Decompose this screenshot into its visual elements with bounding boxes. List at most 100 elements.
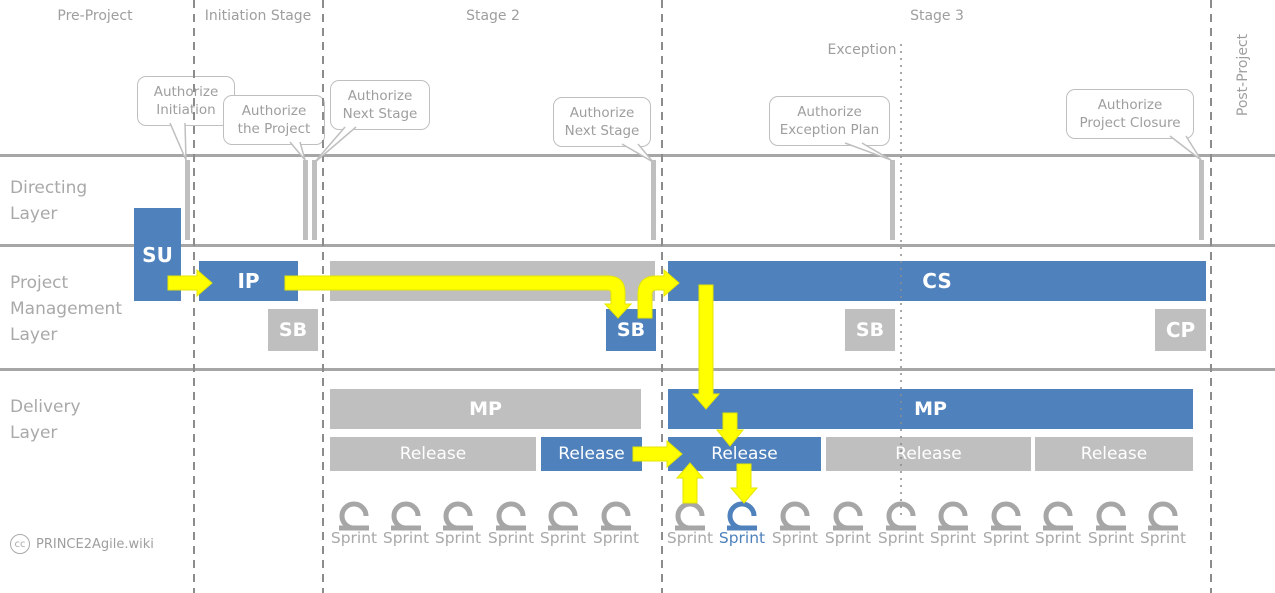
sprint-loop-icon (938, 501, 968, 531)
footer-site-label: PRINCE2Agile.wiki (36, 537, 154, 552)
release-box-1: Release (330, 437, 536, 471)
callout-authorize-project: Authorize the Project (223, 95, 325, 145)
directing-layer-top-line (0, 154, 1275, 157)
sprint-label: Sprint (771, 529, 819, 547)
sprint-s2-1: Sprint (328, 498, 380, 547)
arrow-ip-to-sb (284, 275, 633, 319)
sprint-label: Sprint (330, 529, 378, 547)
sprint-s3-3: Sprint (769, 498, 821, 547)
sprint-s3-8: Sprint (1032, 498, 1084, 547)
process-cs: CS (668, 261, 1206, 301)
sprint-label: Sprint (666, 529, 714, 547)
stage-label-stage-3: Stage 3 (910, 8, 964, 24)
sprint-loop-icon (727, 501, 757, 531)
stage-dividers (193, 0, 1212, 593)
sprint-label: Sprint (1139, 529, 1187, 547)
sprint-s3-1: Sprint (664, 498, 716, 547)
sprint-s2-6: Sprint (590, 498, 642, 547)
sprint-loop-icon (991, 501, 1021, 531)
sprint-label: Sprint (487, 529, 535, 547)
pointer-authorize-initiation (169, 122, 187, 161)
sprint-label: Sprint (434, 529, 482, 547)
sprint-s2-3: Sprint (432, 498, 484, 547)
callout-authorize-next-stage-1: Authorize Next Stage (330, 80, 430, 130)
sprint-loop-icon (339, 501, 369, 531)
sprint-label: Sprint (877, 529, 925, 547)
callout-pointers (169, 122, 1202, 164)
release-box-2: Release (541, 437, 642, 471)
sprint-loop-icon (548, 501, 578, 531)
pm-layer-top-line (0, 244, 1275, 247)
sprint-loop-icon (496, 501, 526, 531)
process-mp-stage2: MP (330, 389, 641, 429)
sprint-label: Sprint (1087, 529, 1135, 547)
arrow-su-to-ip (167, 268, 213, 298)
gate-authorize-project-closure (1199, 160, 1204, 240)
layer-label-project-management: Project Management Layer (10, 273, 122, 345)
sprint-s3-6: Sprint (927, 498, 979, 547)
sprint-loop-icon (443, 501, 473, 531)
arrow-release-to-sprint (729, 463, 759, 504)
sprint-label: Sprint (824, 529, 872, 547)
release-box-5: Release (1035, 437, 1193, 471)
sprint-s3-9: Sprint (1085, 498, 1137, 547)
sprint-loop-icon (833, 501, 863, 531)
callout-authorize-initiation: Authorize Initiation (137, 76, 235, 126)
callout-authorize-project-closure: Authorize Project Closure (1066, 89, 1194, 139)
layer-label-directing: Directing Layer (10, 178, 88, 224)
sprint-label: Sprint (982, 529, 1030, 547)
arrow-sprint-to-release (675, 462, 705, 504)
arrow-cs-to-mp (691, 284, 721, 410)
sprint-loop-icon (886, 501, 916, 531)
sprint-s3-10: Sprint (1137, 498, 1189, 547)
sprint-s3-4: Sprint (822, 498, 874, 547)
sprint-loop-icon (1043, 501, 1073, 531)
sprint-loop-icon (780, 501, 810, 531)
sprint-label: Sprint (539, 529, 587, 547)
callout-authorize-exception-plan: Authorize Exception Plan (769, 96, 890, 146)
pointer-authorize-project (289, 141, 306, 161)
sprint-loop-icon (1096, 501, 1126, 531)
sprint-loop-icon (675, 501, 705, 531)
release-box-4: Release (826, 437, 1031, 471)
layer-label-delivery: Delivery Layer (10, 397, 81, 443)
arrow-mp-to-release (715, 412, 745, 447)
sprint-label: Sprint (382, 529, 430, 547)
callout-authorize-next-stage-2: Authorize Next Stage (553, 97, 651, 147)
gate-authorize-next-stage-2 (651, 160, 656, 240)
sprint-s2-4: Sprint (485, 498, 537, 547)
stage-label-initiation: Initiation Stage (204, 8, 312, 24)
process-mp-stage3: MP (668, 389, 1193, 429)
cc-license-icon: cc (10, 534, 30, 554)
sprint-s2-5: Sprint (537, 498, 589, 547)
process-su: SU (134, 208, 181, 301)
gate-authorize-initiation (185, 160, 190, 240)
process-sb-exception: SB (845, 309, 895, 351)
stage-label-stage-2: Stage 2 (466, 8, 520, 24)
gate-authorize-exception-plan (890, 160, 895, 240)
arrow-release-to-release (632, 439, 683, 469)
sprint-label: Sprint (929, 529, 977, 547)
sprint-s2-2: Sprint (380, 498, 432, 547)
gate-authorize-next-stage-1 (312, 160, 317, 240)
sprint-loop-icon (391, 501, 421, 531)
delivery-layer-top-line (0, 368, 1275, 371)
sprint-s3-5: Sprint (875, 498, 927, 547)
flow-arrows (167, 268, 759, 504)
process-cp: CP (1155, 309, 1206, 351)
pointer-authorize-exception-plan (844, 142, 892, 161)
sprint-loop-icon (1148, 501, 1178, 531)
pointer-authorize-next-stage-1 (313, 126, 357, 164)
sprint-label: Sprint (718, 529, 766, 547)
pointer-authorize-next-stage-2 (621, 143, 654, 163)
sprint-label: Sprint (592, 529, 640, 547)
process-ip: IP (199, 261, 298, 301)
gate-authorize-project (303, 160, 308, 240)
stage-label-exception: Exception (827, 42, 897, 58)
pointer-authorize-project-closure (1169, 135, 1202, 161)
sprint-s3-2-active: Sprint (716, 498, 768, 547)
arrow-sb-to-cs (637, 268, 680, 319)
process-sb-initiation: SB (268, 309, 318, 351)
sprint-label: Sprint (1034, 529, 1082, 547)
